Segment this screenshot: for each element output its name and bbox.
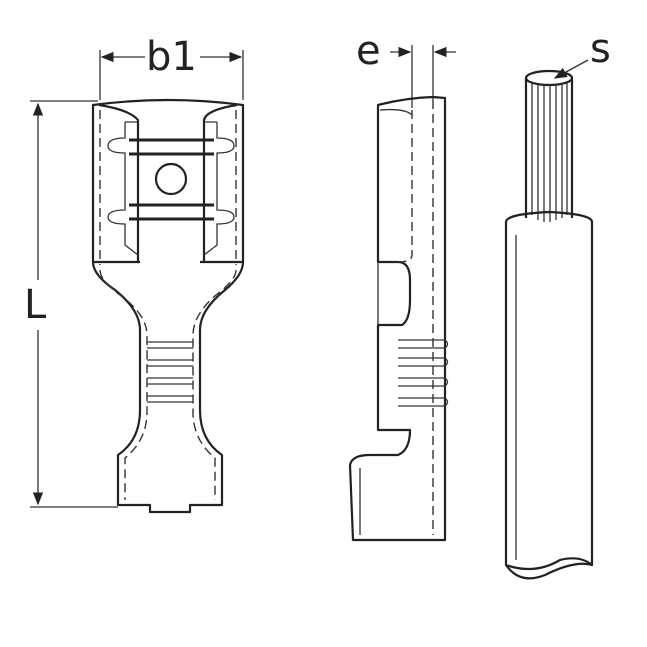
terminal-front-view [91,98,245,514]
L-label: L [24,282,47,328]
s-dimension: s [553,26,611,79]
s-label: s [590,26,611,72]
b1-dimension: b1 [99,34,244,100]
cable [504,69,594,580]
L-dimension: L [24,100,118,508]
e-label: e [356,28,381,74]
terminal-hole [154,162,188,196]
e-dimension: e [356,28,456,108]
b1-label: b1 [146,34,197,80]
terminal-side-view [348,95,449,542]
